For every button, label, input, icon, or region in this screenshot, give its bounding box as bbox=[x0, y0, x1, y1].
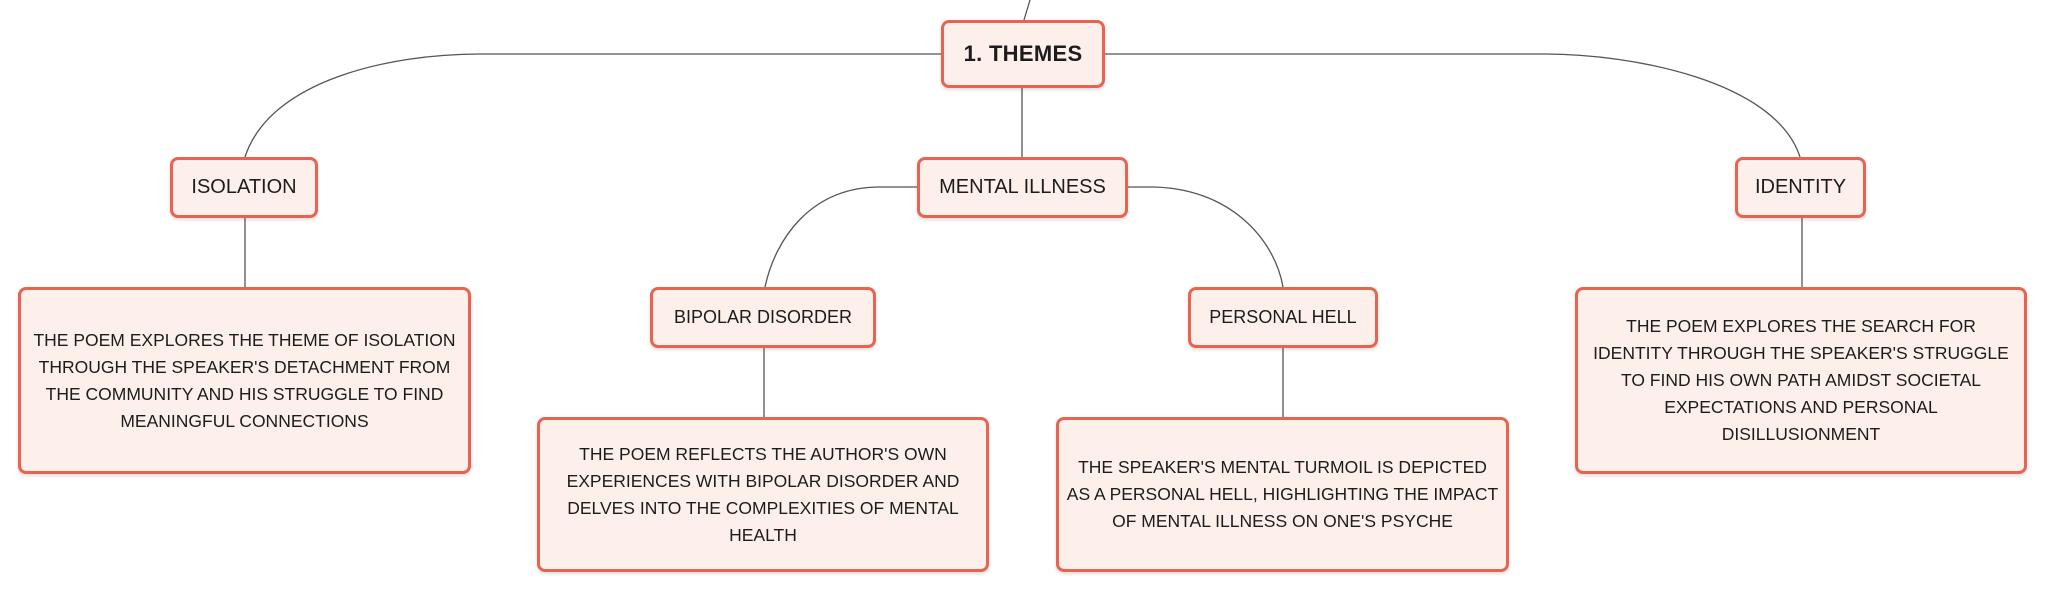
subtopic-label-bipolar-disorder: BIPOLAR DISORDER bbox=[673, 307, 853, 327]
root-node-label: 1. THEMES bbox=[963, 41, 1083, 66]
description-text-bipolar-disorder: THE POEM REFLECTS THE AUTHOR'S OWN EXPER… bbox=[566, 443, 960, 545]
connector-root-to-isolation bbox=[244, 53, 942, 158]
connector-mental-illness-to-bipolar bbox=[764, 186, 918, 288]
subtopic-node-bipolar-disorder[interactable]: BIPOLAR DISORDER bbox=[650, 287, 876, 348]
subtopic-node-personal-hell[interactable]: PERSONAL HELL bbox=[1188, 287, 1378, 348]
connector-mental-illness-to-personal-hell bbox=[1128, 186, 1284, 288]
subtopic-label-personal-hell: PERSONAL HELL bbox=[1209, 307, 1357, 327]
root-node-themes[interactable]: 1. THEMES bbox=[941, 20, 1105, 88]
description-node-identity[interactable]: THE POEM EXPLORES THE SEARCH FOR IDENTIT… bbox=[1575, 287, 2027, 474]
description-node-personal-hell[interactable]: THE SPEAKER'S MENTAL TURMOIL IS DEPICTED… bbox=[1056, 417, 1509, 572]
topic-node-isolation[interactable]: ISOLATION bbox=[170, 157, 318, 218]
topic-label-identity: IDENTITY bbox=[1754, 176, 1847, 198]
connector-parent-to-root bbox=[1023, 0, 1031, 21]
connector-root-to-identity bbox=[1104, 53, 1801, 158]
description-node-isolation[interactable]: THE POEM EXPLORES THE THEME OF ISOLATION… bbox=[18, 287, 471, 474]
topic-label-mental-illness: MENTAL ILLNESS bbox=[939, 176, 1106, 198]
topic-label-isolation: ISOLATION bbox=[191, 176, 297, 198]
topic-node-identity[interactable]: IDENTITY bbox=[1735, 157, 1866, 218]
topic-node-mental-illness[interactable]: MENTAL ILLNESS bbox=[917, 157, 1128, 218]
description-text-identity: THE POEM EXPLORES THE SEARCH FOR IDENTIT… bbox=[1593, 316, 2009, 444]
description-text-isolation: THE POEM EXPLORES THE THEME OF ISOLATION… bbox=[33, 329, 456, 431]
description-node-bipolar-disorder[interactable]: THE POEM REFLECTS THE AUTHOR'S OWN EXPER… bbox=[537, 417, 989, 572]
description-text-personal-hell: THE SPEAKER'S MENTAL TURMOIL IS DEPICTED… bbox=[1066, 457, 1499, 531]
